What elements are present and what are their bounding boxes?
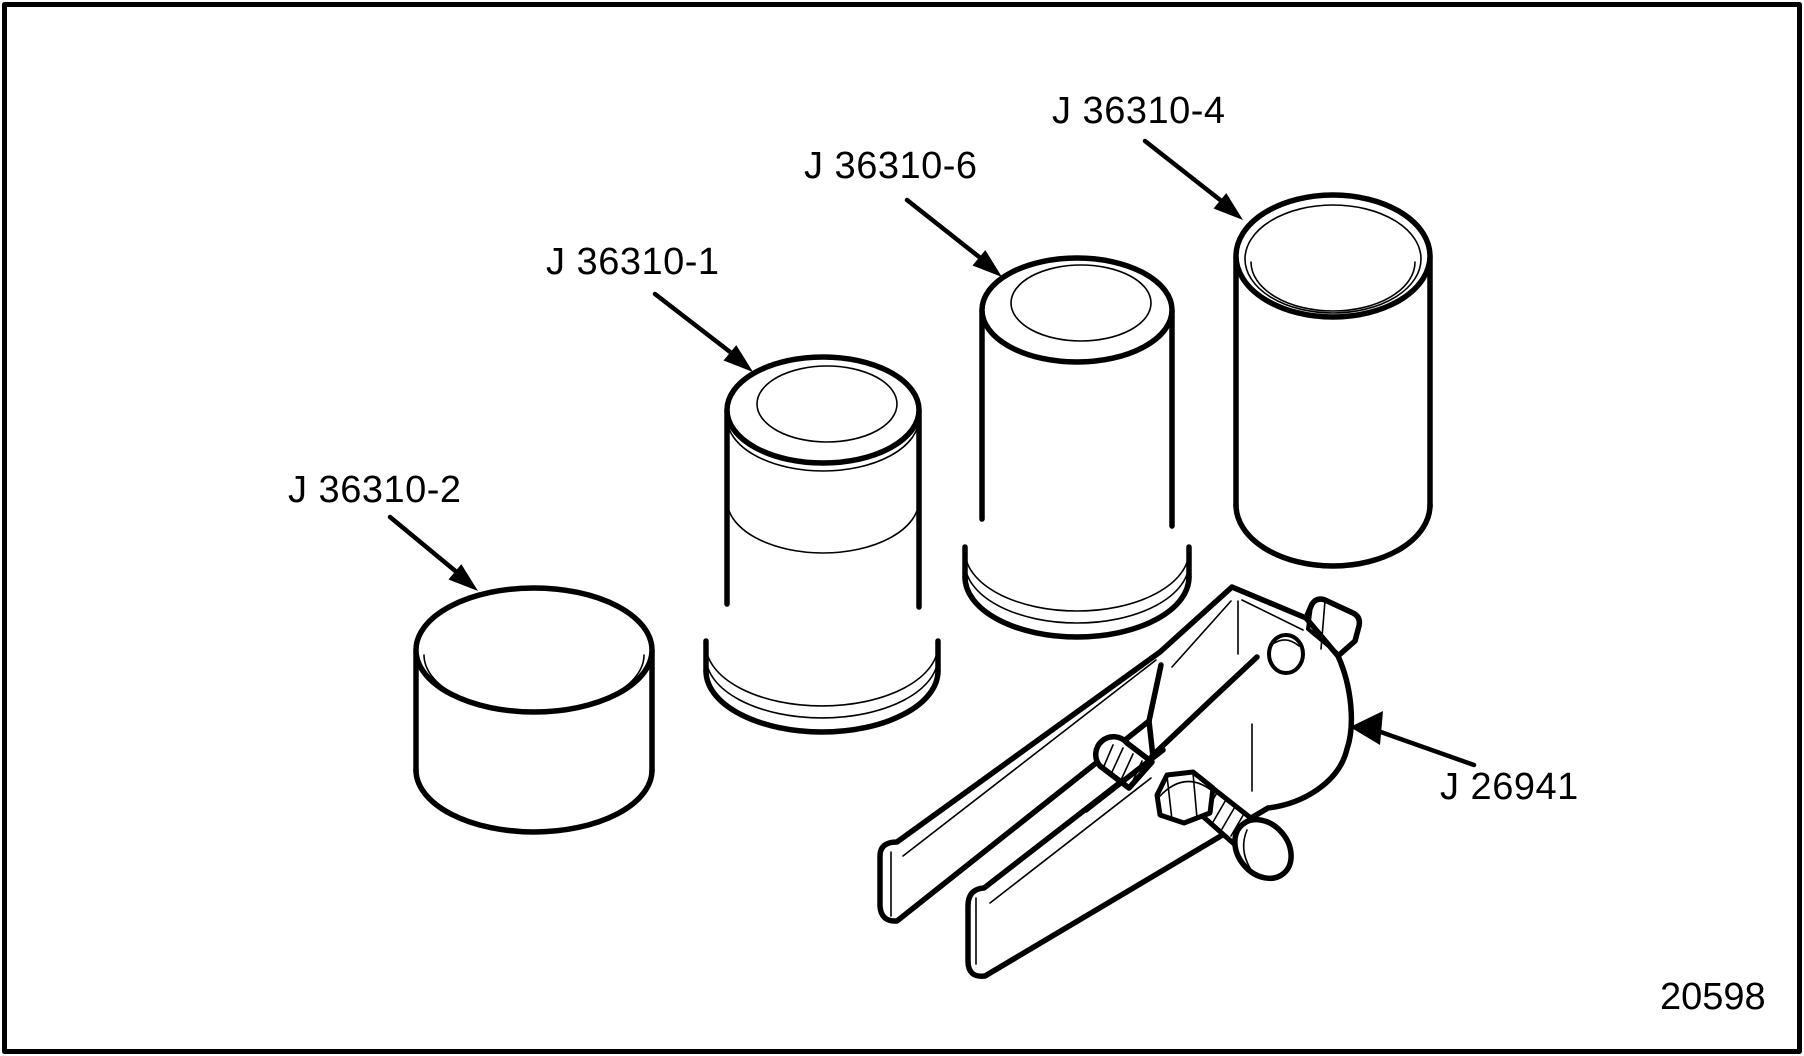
bolt-dome-tip <box>1232 816 1294 882</box>
tube-drawing <box>1233 192 1433 569</box>
part-label-stepped-driver: J 36310-1 <box>546 241 720 283</box>
arrow-stepped-driver <box>652 291 753 372</box>
arrow-tube <box>1142 138 1243 220</box>
figure-number: 20598 <box>1660 976 1766 1018</box>
arrow-flanged-driver <box>904 197 1002 277</box>
arrow-disc <box>387 514 478 591</box>
bolt-hex-head <box>1154 769 1216 826</box>
part-label-disc: J 36310-2 <box>288 469 462 511</box>
part-label-tube: J 36310-4 <box>1052 90 1226 132</box>
bolt-drawing <box>1154 769 1294 882</box>
mid-stud <box>1093 734 1155 791</box>
stepped-driver-drawing <box>703 354 941 735</box>
leader-arrows <box>387 138 1477 768</box>
flanged-driver-drawing <box>962 255 1192 640</box>
clamp-drawing <box>877 584 1363 979</box>
disc-drawing <box>413 585 655 835</box>
part-label-clamp: J 26941 <box>1440 766 1579 808</box>
arrow-clamp <box>1350 711 1477 768</box>
part-label-flanged-driver: J 36310-6 <box>804 145 978 187</box>
tab-hole <box>1267 633 1305 675</box>
